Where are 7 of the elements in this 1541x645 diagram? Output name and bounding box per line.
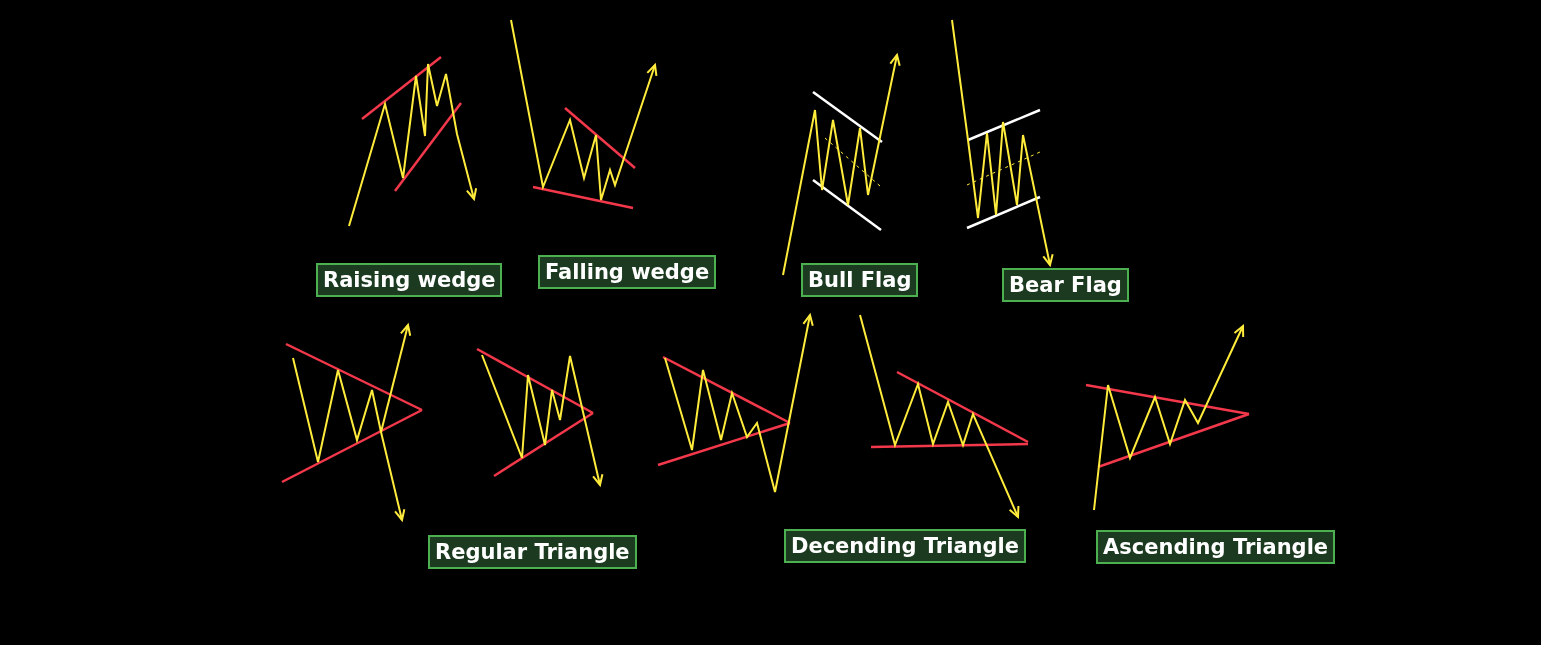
pattern-label: Decending Triangle (784, 529, 1026, 563)
pattern-label: Ascending Triangle (1096, 530, 1336, 564)
pattern-label: Bear Flag (1002, 268, 1129, 302)
pattern-label: Regular Triangle (428, 535, 637, 569)
pattern-label: Raising wedge (316, 263, 503, 297)
pattern-label: Bull Flag (801, 263, 919, 297)
pattern-label: Falling wedge (538, 255, 717, 289)
